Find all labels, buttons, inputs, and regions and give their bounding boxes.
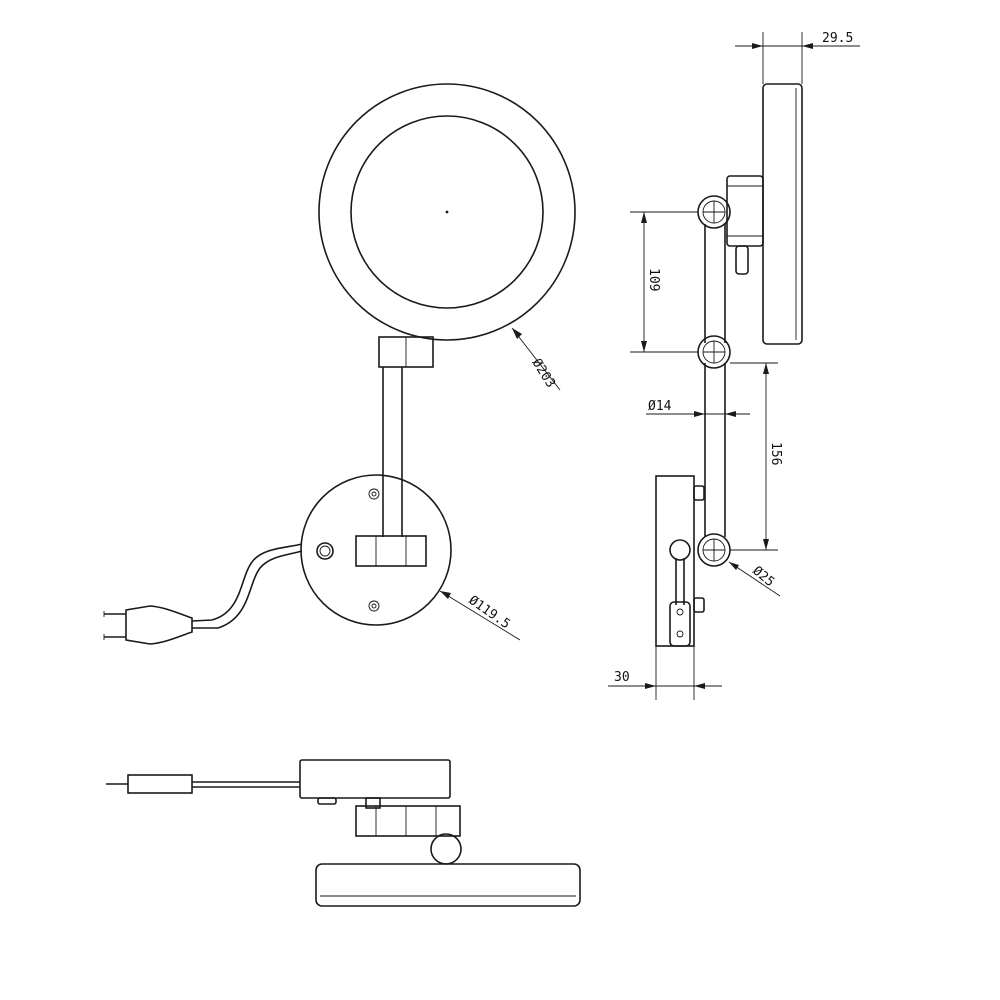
lower-arm-label: 156 (768, 442, 783, 465)
mirror-front (318, 83, 576, 341)
wall-base-front (300, 474, 452, 626)
mirror-top (315, 863, 581, 907)
mirror-diameter-label: Ø203 (529, 356, 558, 391)
arm-diameter-dimension: Ø14 (646, 399, 750, 417)
top-view (106, 759, 581, 907)
joint-middle (697, 335, 731, 369)
joint-lower (697, 533, 731, 567)
front-view: Ø203 Ø119.5 (103, 83, 576, 645)
base-diameter-label: Ø119.5 (466, 593, 513, 632)
upper-arm-dimension: 109 (630, 211, 698, 353)
joint-diameter-dimension: Ø25 (728, 561, 781, 597)
mirror-side (762, 83, 803, 345)
power-cord (191, 543, 303, 629)
wall-base-side (655, 475, 705, 647)
plug-top (106, 774, 300, 794)
upper-arm-label: 109 (646, 268, 661, 291)
joint-diameter-label: Ø25 (749, 564, 777, 591)
wall-base-top (299, 759, 451, 809)
hinge-top (355, 805, 462, 865)
arm-front (382, 367, 403, 537)
base-depth-dimension: 30 (608, 646, 722, 700)
power-plug (103, 605, 193, 645)
base-diameter-dimension: Ø119.5 (439, 590, 521, 641)
arm-diameter-label: Ø14 (648, 399, 672, 414)
mirror-depth-label: 29.5 (822, 31, 853, 46)
mirror-diameter-dimension: Ø203 (511, 327, 561, 391)
joint-upper (697, 195, 731, 229)
mirror-swivel (726, 175, 764, 275)
mirror-mount-block (378, 336, 434, 368)
mirror-depth-dimension: 29.5 (735, 31, 860, 84)
lower-arm-dimension: 156 (730, 362, 783, 551)
arm-side (704, 224, 726, 537)
side-view: 29.5 109 Ø14 156 (608, 31, 860, 700)
base-depth-label: 30 (614, 670, 630, 685)
